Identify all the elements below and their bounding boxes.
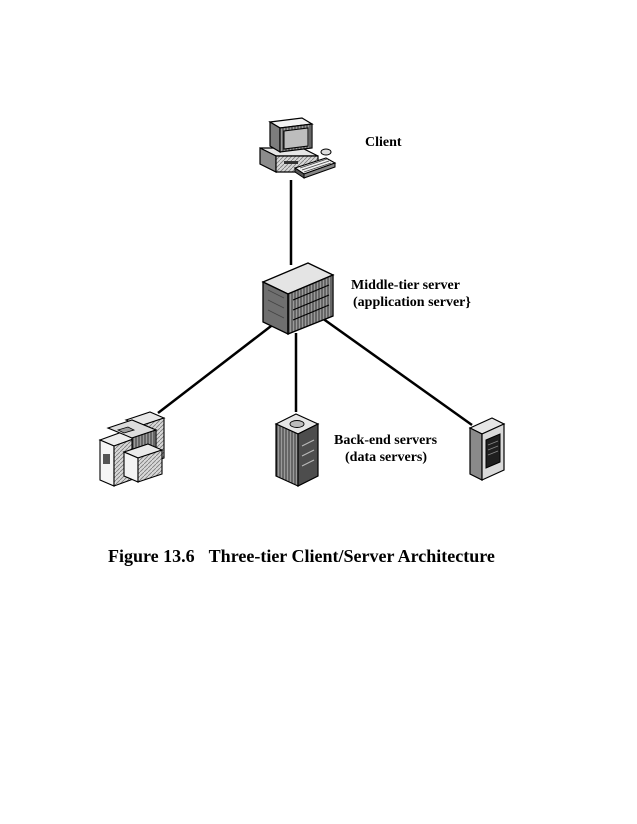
back-end-label-line1: Back-end servers xyxy=(334,433,438,448)
middle-tier-label: Middle-tier server (application server} xyxy=(351,277,471,311)
client-label-text: Client xyxy=(365,135,402,150)
mainframe-cluster-icon xyxy=(98,411,166,487)
client-label: Client xyxy=(365,134,402,151)
figure-caption: Figure 13.6 Three-tier Client/Server Arch… xyxy=(108,546,495,567)
back-end-label-line2: (data servers) xyxy=(345,450,428,465)
edge-middle-cabinet xyxy=(321,316,473,427)
tower-server-icon xyxy=(274,413,320,487)
figure-number: Figure 13.6 xyxy=(108,546,195,566)
middle-tier-label-line1: Middle-tier server xyxy=(351,278,460,293)
edge-middle-mainframe xyxy=(157,322,276,414)
rack-server-icon xyxy=(261,262,335,336)
back-end-label: Back-end servers (data servers) xyxy=(334,432,437,466)
cabinet-server-icon xyxy=(468,417,506,481)
workstation-icon xyxy=(259,117,337,179)
middle-tier-label-line2: (application server} xyxy=(353,295,471,310)
figure-title: Three-tier Client/Server Architecture xyxy=(208,546,495,566)
